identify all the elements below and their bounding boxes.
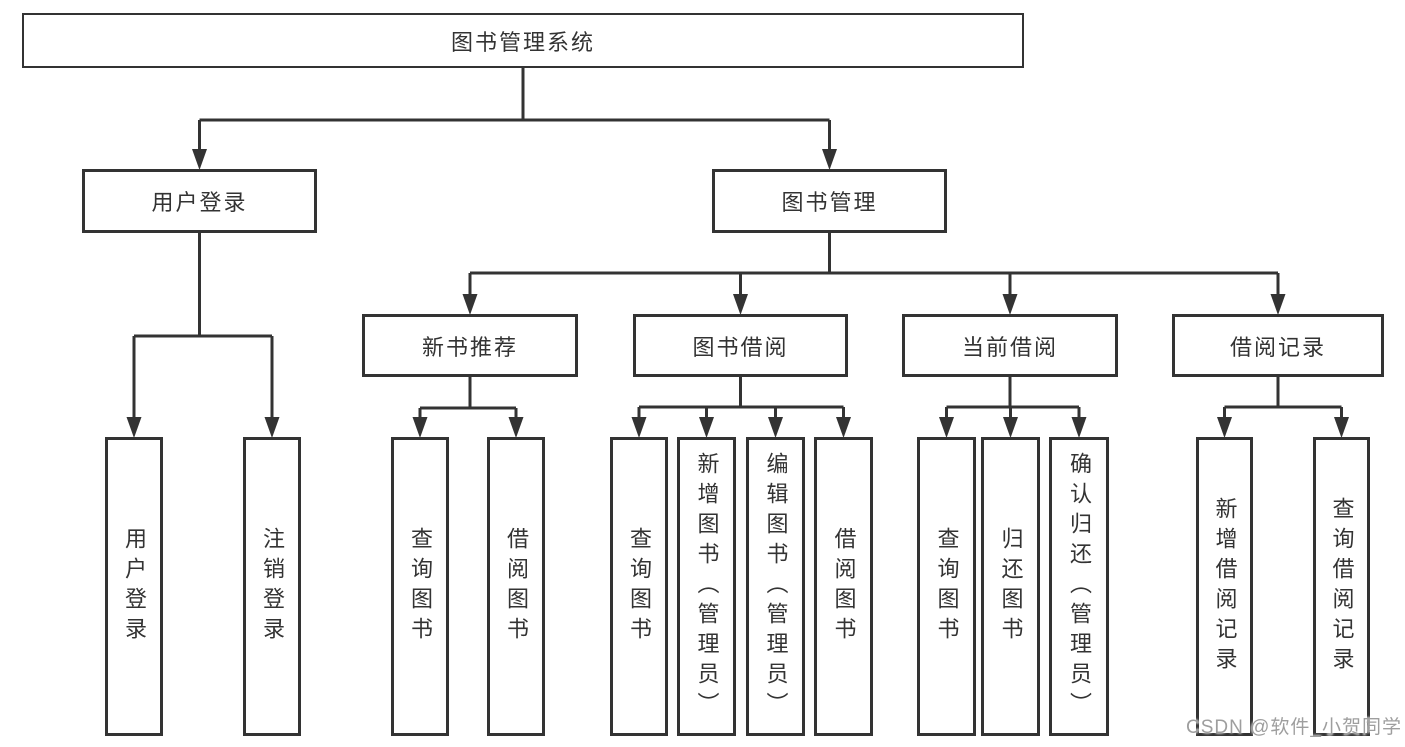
node-label: 用户登录 — [122, 526, 147, 647]
watermark: CSDN @软件_小贺同学 — [1186, 717, 1402, 738]
node-label: 注销登录 — [260, 526, 285, 647]
node-label: 查询图书 — [934, 526, 960, 647]
node-label: 新增借阅记录 — [1212, 496, 1238, 677]
node-leaf-return-book: 归还图书 — [981, 437, 1040, 736]
node-leaf-edit-book: 编辑图书（管理员） — [746, 437, 805, 736]
node-leaf-user-login: 用户登录 — [105, 437, 163, 736]
node-label: 图书借阅 — [692, 334, 789, 360]
node-label: 图书管理 — [781, 190, 878, 215]
node-leaf-logout: 注销登录 — [243, 437, 301, 736]
node-new-book-rec: 新书推荐 — [362, 314, 578, 377]
node-label: 查询图书 — [627, 526, 652, 647]
node-leaf-borrow-book-2: 借阅图书 — [814, 437, 873, 736]
node-root: 图书管理系统 — [22, 13, 1024, 68]
node-leaf-add-book: 新增图书（管理员） — [677, 437, 736, 736]
node-label: 归还图书 — [998, 526, 1024, 647]
node-book-borrow: 图书借阅 — [633, 314, 848, 377]
node-leaf-query-book-3: 查询图书 — [917, 437, 976, 736]
node-user-login: 用户登录 — [82, 169, 317, 233]
node-label: 新书推荐 — [421, 334, 518, 360]
node-leaf-query-record: 查询借阅记录 — [1313, 437, 1370, 736]
node-label: 借阅图书 — [504, 526, 529, 647]
node-leaf-query-book-2: 查询图书 — [610, 437, 668, 736]
node-label: 确认归还（管理员） — [1067, 451, 1092, 722]
node-leaf-confirm-return: 确认归还（管理员） — [1049, 437, 1109, 736]
node-leaf-add-record: 新增借阅记录 — [1196, 437, 1253, 736]
node-label: 查询图书 — [408, 526, 433, 647]
node-label: 借阅图书 — [831, 526, 857, 647]
node-label: 新增图书（管理员） — [694, 451, 720, 722]
node-label: 借阅记录 — [1229, 334, 1326, 360]
node-borrow-record: 借阅记录 — [1172, 314, 1384, 377]
node-label: 编辑图书（管理员） — [763, 451, 789, 722]
node-leaf-query-book-1: 查询图书 — [391, 437, 449, 736]
node-label: 当前借阅 — [961, 334, 1058, 360]
node-label: 用户登录 — [151, 190, 248, 215]
node-current-borrow: 当前借阅 — [902, 314, 1118, 377]
node-label: 查询借阅记录 — [1329, 496, 1355, 677]
node-leaf-borrow-book-1: 借阅图书 — [487, 437, 545, 736]
node-label: 图书管理系统 — [450, 29, 595, 55]
node-book-mgmt: 图书管理 — [712, 169, 947, 233]
